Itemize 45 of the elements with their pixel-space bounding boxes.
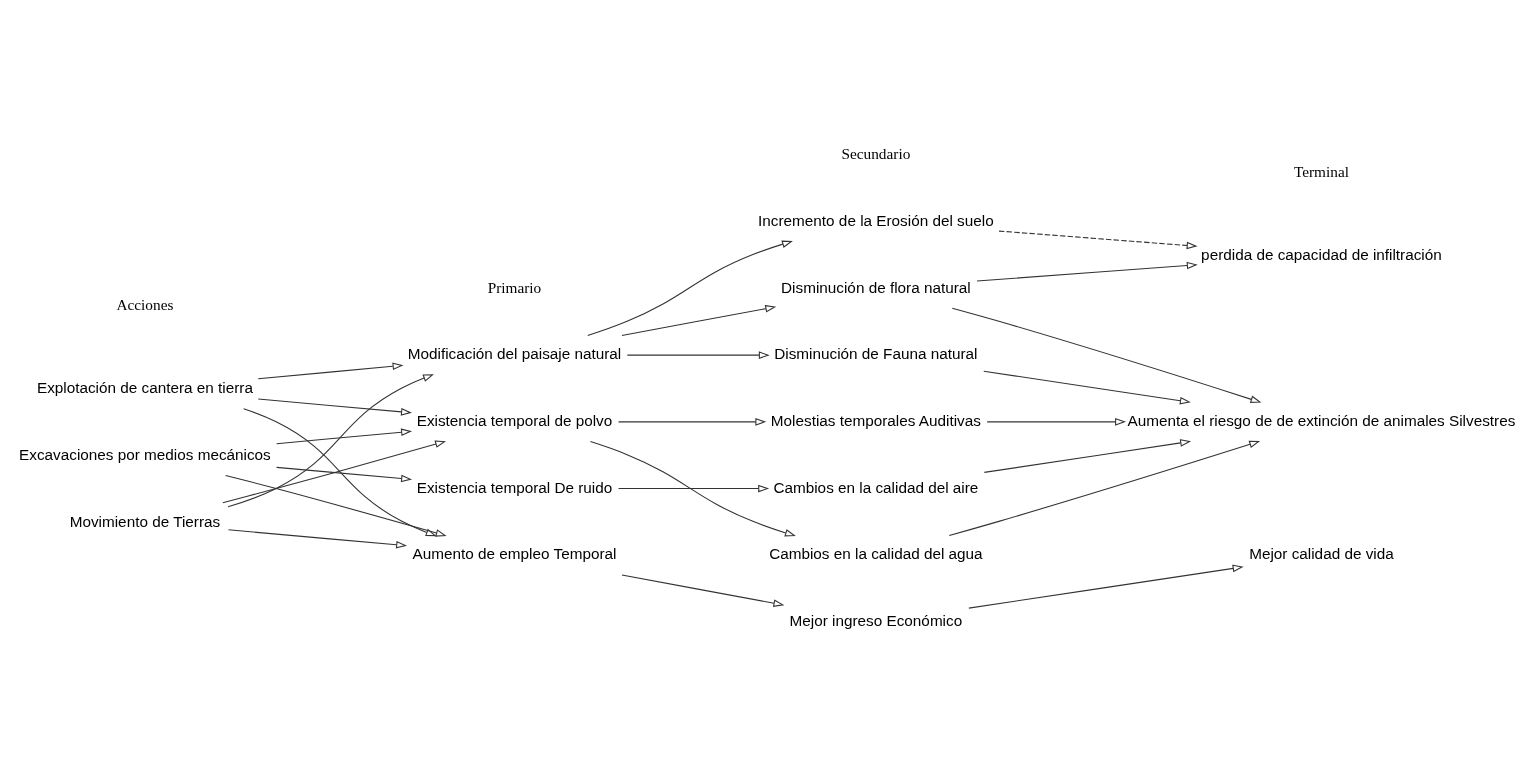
node-text: Explotación de cantera en tierra <box>36 378 253 396</box>
node-text: Mejor ingreso Económico <box>789 611 963 629</box>
label: Acciones <box>116 295 174 313</box>
arrow <box>951 307 1262 403</box>
node-text: Cambios en la calidad del agua <box>769 544 983 562</box>
arrow <box>276 466 413 482</box>
node-text: Excavaciones por medios mecánicos <box>19 445 271 463</box>
arrow <box>998 230 1198 249</box>
node-text: Incremento de la Erosión del suelo <box>758 211 994 229</box>
arrow <box>222 439 447 503</box>
node-text: Disminución de Fauna natural <box>774 344 978 362</box>
arrow <box>618 484 770 492</box>
label: Terminal <box>1293 162 1349 180</box>
arrow <box>257 398 412 416</box>
arrow <box>618 417 767 426</box>
node-text: Molestias temporales Auditivas <box>770 411 981 429</box>
node-text: perdida de capacidad de infiltración <box>1201 245 1442 263</box>
arrow <box>983 438 1192 473</box>
label: Primario <box>487 278 542 295</box>
arrow <box>243 407 437 536</box>
arrow <box>225 474 447 537</box>
arrow <box>626 350 770 359</box>
node-text: Modificación del paisaje natural <box>407 344 622 362</box>
label: Secundario <box>841 144 911 162</box>
node-text: Aumento de empleo Temporal <box>412 544 617 562</box>
arrow <box>257 362 404 379</box>
arrow <box>621 304 777 336</box>
arrow <box>587 240 793 336</box>
arrow <box>968 564 1244 609</box>
arrow <box>983 370 1191 404</box>
node-text: Aumenta el riesgo de de extinción de animales Silvestres <box>1127 411 1516 429</box>
arrow <box>227 528 408 549</box>
arrow <box>276 427 413 444</box>
node-text: Movimiento de Tierras <box>69 511 221 529</box>
node-text: Disminución de flora natural <box>781 278 971 295</box>
arrow <box>589 440 796 536</box>
node-text: Cambios en la calidad del aire <box>773 478 979 496</box>
arrow <box>986 417 1127 426</box>
node-text: Existencia temporal De ruido <box>416 478 613 496</box>
arrow <box>227 373 434 507</box>
node-text: Existencia temporal de polvo <box>416 411 613 429</box>
node-text: Mejor calidad de vida <box>1249 544 1394 562</box>
arrow <box>948 440 1261 536</box>
arrow <box>621 573 785 607</box>
arrow <box>976 261 1198 282</box>
